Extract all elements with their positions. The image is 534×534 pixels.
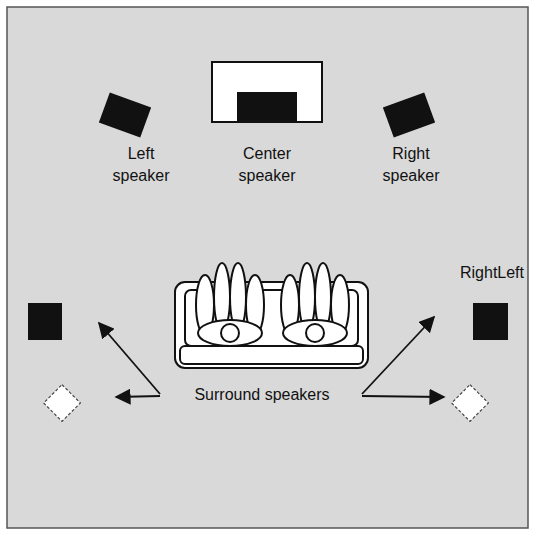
speaker-label: Right speaker xyxy=(383,143,440,187)
speaker-label: RightLeft xyxy=(460,262,524,284)
group-label: Surround speakers xyxy=(194,384,329,406)
speaker-label: Left speaker xyxy=(113,143,170,187)
speaker-label: Center speaker xyxy=(239,143,296,187)
